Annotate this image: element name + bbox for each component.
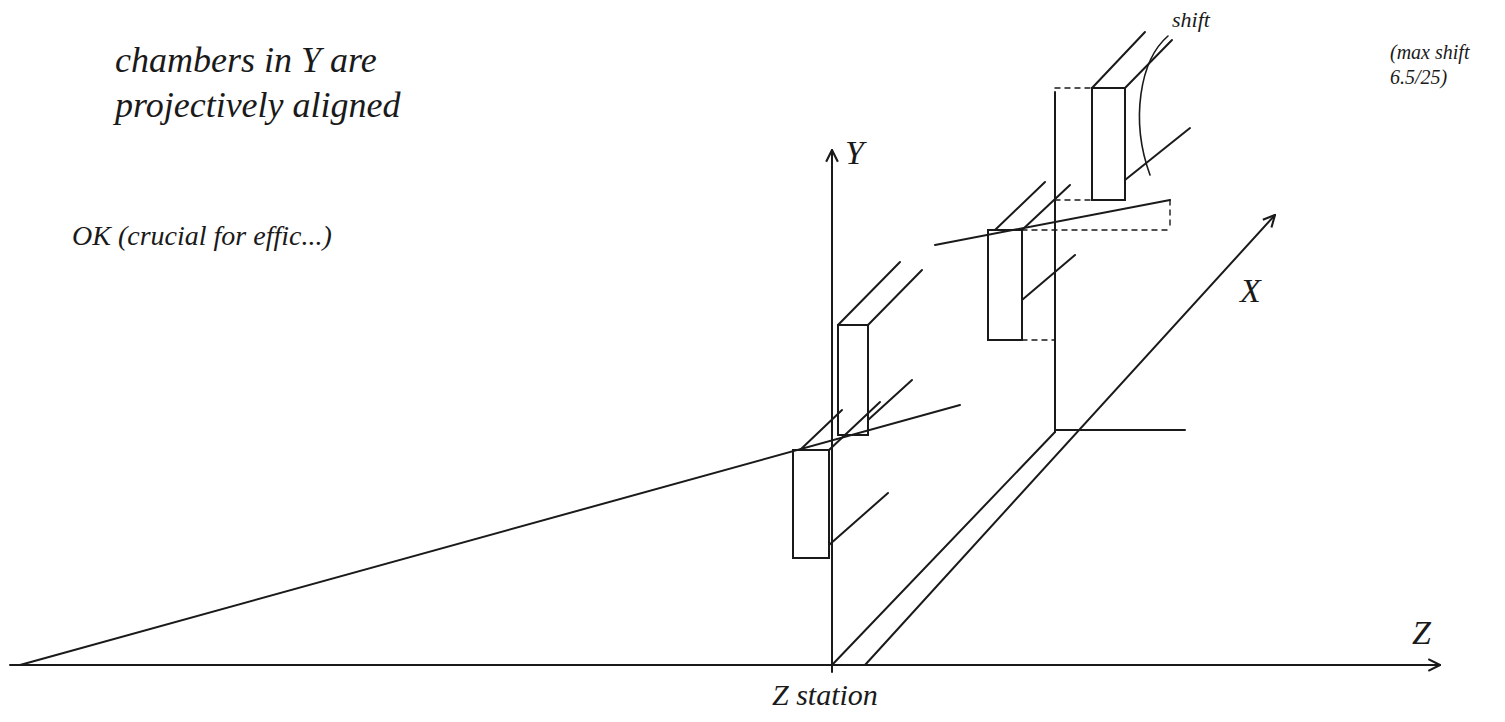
note-text: chambers in Y are projectively aligned [115, 38, 415, 128]
chamber [793, 402, 888, 558]
chamber [988, 182, 1075, 340]
leader-line [1140, 36, 1168, 175]
station-label: Z station [772, 676, 878, 714]
projective-line [20, 405, 960, 665]
chamber [838, 262, 922, 435]
axis-label: Z [1412, 612, 1431, 655]
plane-edge [1054, 92, 1056, 432]
annotation: (max shift 6.5/25) [1390, 40, 1495, 90]
y-axis [831, 150, 833, 672]
projective-line [935, 200, 1170, 245]
x-axis [865, 215, 1275, 665]
axis-label: X [1240, 270, 1261, 313]
note-text: OK (crucial for effic...) [72, 218, 332, 253]
z-axis [10, 664, 1440, 666]
axis-label: Y [845, 132, 864, 175]
plane-edge [832, 432, 1055, 665]
chamber [1092, 32, 1190, 200]
plane-edge [1055, 429, 1185, 431]
annotation: shift [1172, 6, 1210, 34]
projection-dashes [1022, 88, 1170, 340]
